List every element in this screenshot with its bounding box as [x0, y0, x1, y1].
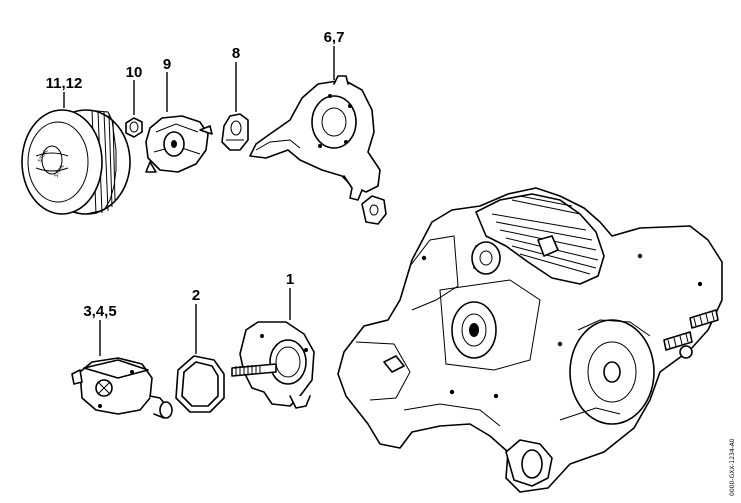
- gasket: [175, 355, 225, 413]
- callout-part-8: 8: [232, 45, 240, 62]
- carburetor: [71, 357, 173, 419]
- callout-carburetor: 3,4,5: [83, 303, 116, 320]
- callout-carrier: 9: [163, 56, 171, 73]
- callout-air-filter: 11,12: [46, 75, 83, 92]
- filter-carrier: [145, 115, 213, 173]
- intake-manifold: [249, 75, 387, 225]
- carburetor-holder: [231, 321, 315, 409]
- callout-nut: 10: [126, 64, 143, 81]
- part-8: [221, 113, 249, 151]
- engine-housing: [337, 187, 723, 493]
- air-filter: STIHL STIHL: [21, 109, 131, 215]
- callout-holder: 1: [286, 271, 294, 288]
- reference-code: 0000-GXX-1234-A0: [729, 438, 736, 496]
- callout-gasket: 2: [192, 287, 200, 304]
- callout-manifold: 6,7: [324, 29, 345, 46]
- nut: [125, 117, 143, 138]
